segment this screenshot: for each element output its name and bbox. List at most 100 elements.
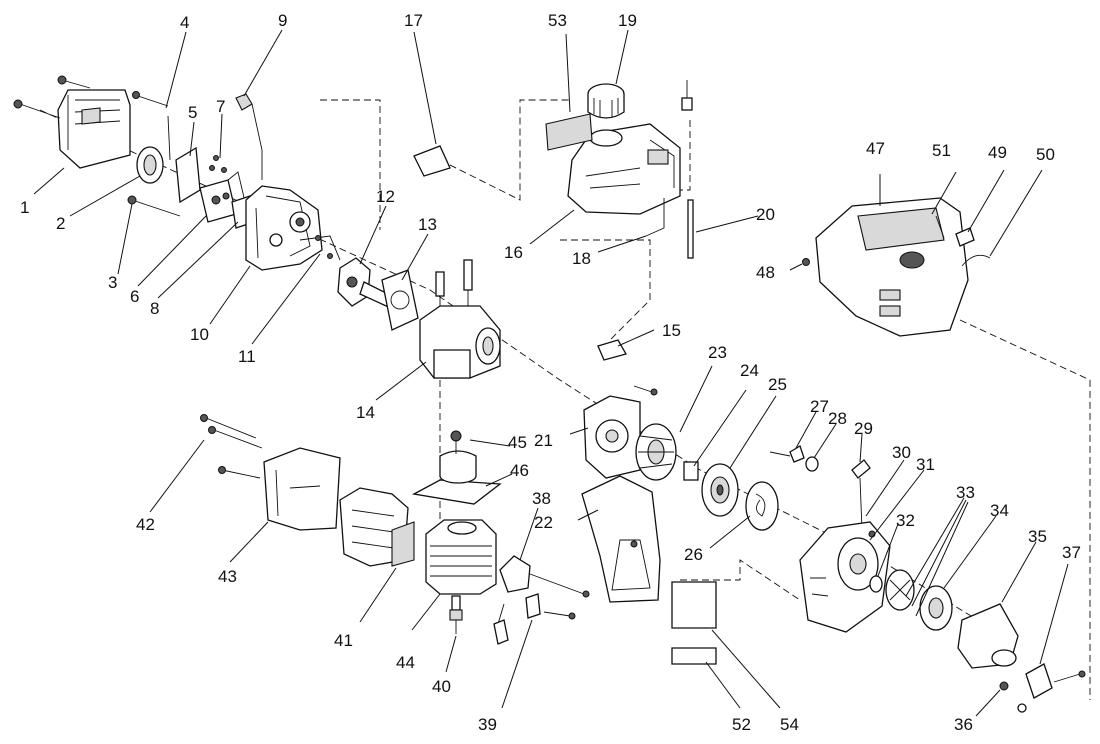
callout-11: 11 [238,347,256,366]
callout-31: 31 [916,455,935,474]
part-35-clutch-housing [957,603,1019,669]
callout-8: 8 [150,299,159,318]
callout-9: 9 [278,11,287,30]
callout-48: 48 [756,263,775,282]
callout-25: 25 [768,375,787,394]
part-16-fuel-tank [567,123,681,215]
part-25-pulley [701,463,739,517]
part-27-pawl [769,445,805,463]
part-26-rewind-spring [745,481,779,531]
part-14-crankcase [419,259,501,379]
part-52-54-decal [671,581,717,665]
part-34-clutch-drum [919,585,953,631]
part-45-piston [439,430,477,484]
callout-52: 52 [732,715,751,734]
callout-15: 15 [662,321,681,340]
part-39-boot [493,593,576,645]
callout-46: 46 [510,461,529,480]
part-2-air-filter [136,146,164,184]
callout-28: 28 [828,409,847,428]
callout-19: 19 [618,11,637,30]
callout-42: 42 [136,515,155,534]
part-20-rod [681,80,694,259]
callout-4: 4 [180,13,189,32]
part-24-spacer [683,461,699,481]
part-50-spring [961,254,991,267]
part-53-decal [545,113,593,151]
callout-3: 3 [108,273,117,292]
callout-35: 35 [1028,527,1047,546]
part-21-fan-housing [583,385,658,479]
callout-41: 41 [334,631,353,650]
part-46-gasket [412,479,502,505]
callout-38: 38 [532,489,551,508]
callout-44: 44 [396,653,415,672]
callout-17: 17 [404,11,423,30]
part-47-engine-cover [815,197,969,337]
part-19-fuel-cap [587,83,625,119]
callout-45: 45 [508,433,527,452]
leader-lines [33,29,1069,717]
part-11-fittings [299,235,341,261]
callout-49: 49 [988,143,1007,162]
part-15-clip [597,339,627,361]
part-9-primer-bulb [235,93,263,180]
part-48-screw [802,258,810,266]
part-22-cover-panel [581,475,661,603]
callout-14: 14 [356,403,375,422]
part-43-muffler-shield [200,414,341,531]
callout-16: 16 [504,243,523,262]
callout-54: 54 [780,715,799,734]
callout-6: 6 [130,287,139,306]
part-29-handle [851,459,871,531]
callout-18: 18 [572,249,591,268]
part-13-gasket [381,269,419,331]
part-6-carburetor [199,171,247,223]
callout-51: 51 [932,141,951,160]
part-3-screw [127,91,181,217]
part-28-retainer [805,456,819,472]
part-38-ignition-module [499,555,590,598]
callout-43: 43 [218,567,237,586]
part-10-carb-adapter [245,185,323,271]
callout-50: 50 [1036,145,1055,164]
callout-labels: 1 2 3 4 5 6 7 8 9 10 11 12 13 14 15 16 1… [20,11,1081,734]
callout-20: 20 [756,205,775,224]
callout-47: 47 [866,139,885,158]
callout-27: 27 [810,397,829,416]
part-36-screw [999,681,1009,691]
callout-7: 7 [216,97,225,116]
part-44-cylinder [425,519,497,595]
callout-36: 36 [954,715,973,734]
part-5-gasket [175,146,201,204]
callout-13: 13 [418,215,437,234]
callout-34: 34 [990,501,1009,520]
callout-1: 1 [20,198,29,217]
callout-53: 53 [548,11,567,30]
part-41-muffler [339,487,415,567]
callout-24: 24 [740,361,759,380]
part-33-clutch [885,569,915,611]
callout-22: 22 [534,513,553,532]
callout-21: 21 [534,431,553,450]
callout-30: 30 [892,443,911,462]
callout-5: 5 [188,103,197,122]
part-37-clamp [1017,663,1086,713]
callout-29: 29 [854,419,873,438]
callout-40: 40 [432,677,451,696]
part-30-starter-housing [799,521,891,633]
callout-39: 39 [478,715,497,734]
part-18-fuel-line [645,198,665,237]
callout-32: 32 [896,511,915,530]
callout-10: 10 [190,325,209,344]
part-23-flywheel [635,423,677,481]
part-4-gasket [167,115,171,161]
callout-33: 33 [956,483,975,502]
part-51-button [935,215,945,239]
callout-12: 12 [376,187,395,206]
callout-23: 23 [708,343,727,362]
part-40-spark-plug [449,595,463,634]
part-7-screws [209,155,227,173]
callout-37: 37 [1062,543,1081,562]
